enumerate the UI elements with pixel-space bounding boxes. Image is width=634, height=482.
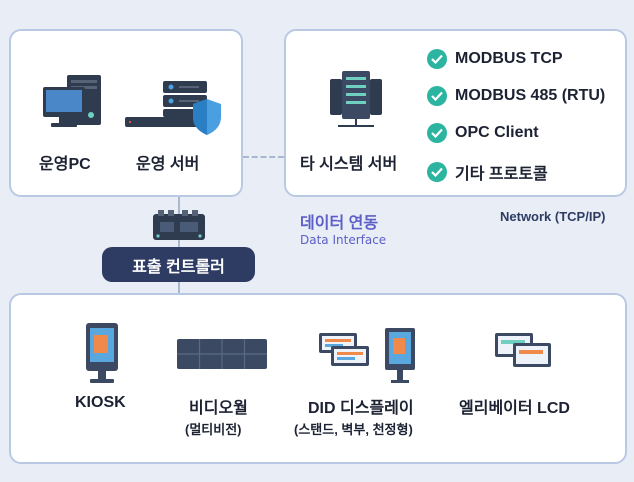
video-wall-icon [177,339,267,369]
video-wall-label: 비디오월 [189,400,248,417]
protocol-label: 기타 프로토콜 [455,166,548,183]
ops-to-other-connector [243,156,284,158]
kiosk-label: KIOSK [75,394,126,411]
network-label: Network (TCP/IP) [500,209,606,224]
protocol-item: MODBUS TCP [427,49,563,69]
protocol-label: OPC Client [455,124,539,141]
protocol-label: MODBUS 485 (RTU) [455,87,606,104]
did-display-icon [319,328,415,383]
video-wall-sublabel: (멀티비전) [185,422,242,437]
kiosk-icon [86,323,118,383]
did-display-sublabel: (스탠드, 벽부, 천정형) [294,422,413,437]
display-controller-label: 표출 컨트롤러 [102,247,255,282]
server-rack-icon [330,71,382,127]
operations-panel: 운영PC 운영 서버 [9,29,243,197]
operations-server-label: 운영 서버 [136,156,200,173]
other-system-panel: 타 시스템 서버 MODBUS TCP MODBUS 485 (RTU) OPC… [284,29,627,197]
protocol-item: MODBUS 485 (RTU) [427,86,605,106]
check-icon [427,162,447,182]
data-interface-title: 데이터 연동 [300,215,379,232]
data-interface-subtitle: Data Interface [300,233,387,247]
displays-panel: KIOSK 비디오월 (멀티비전) DID 디스플레이 (스탠드, 벽부, 천정… [9,293,627,464]
check-icon [427,123,447,143]
desktop-pc-icon [43,75,101,127]
check-icon [427,49,447,69]
protocol-item: 기타 프로토콜 [427,160,548,184]
other-system-label: 타 시스템 서버 [300,156,398,173]
operations-pc-label: 운영PC [39,156,91,173]
elevator-lcd-label: 엘리베이터 LCD [459,400,570,417]
elevator-lcd-icon [495,333,551,367]
protocol-label: MODBUS TCP [455,50,563,67]
protocol-item: OPC Client [427,123,539,143]
check-icon [427,86,447,106]
did-display-label: DID 디스플레이 [308,400,414,417]
server-shield-icon [125,81,221,135]
controller-board-icon [153,210,205,240]
controller-to-displays-connector [178,282,180,293]
